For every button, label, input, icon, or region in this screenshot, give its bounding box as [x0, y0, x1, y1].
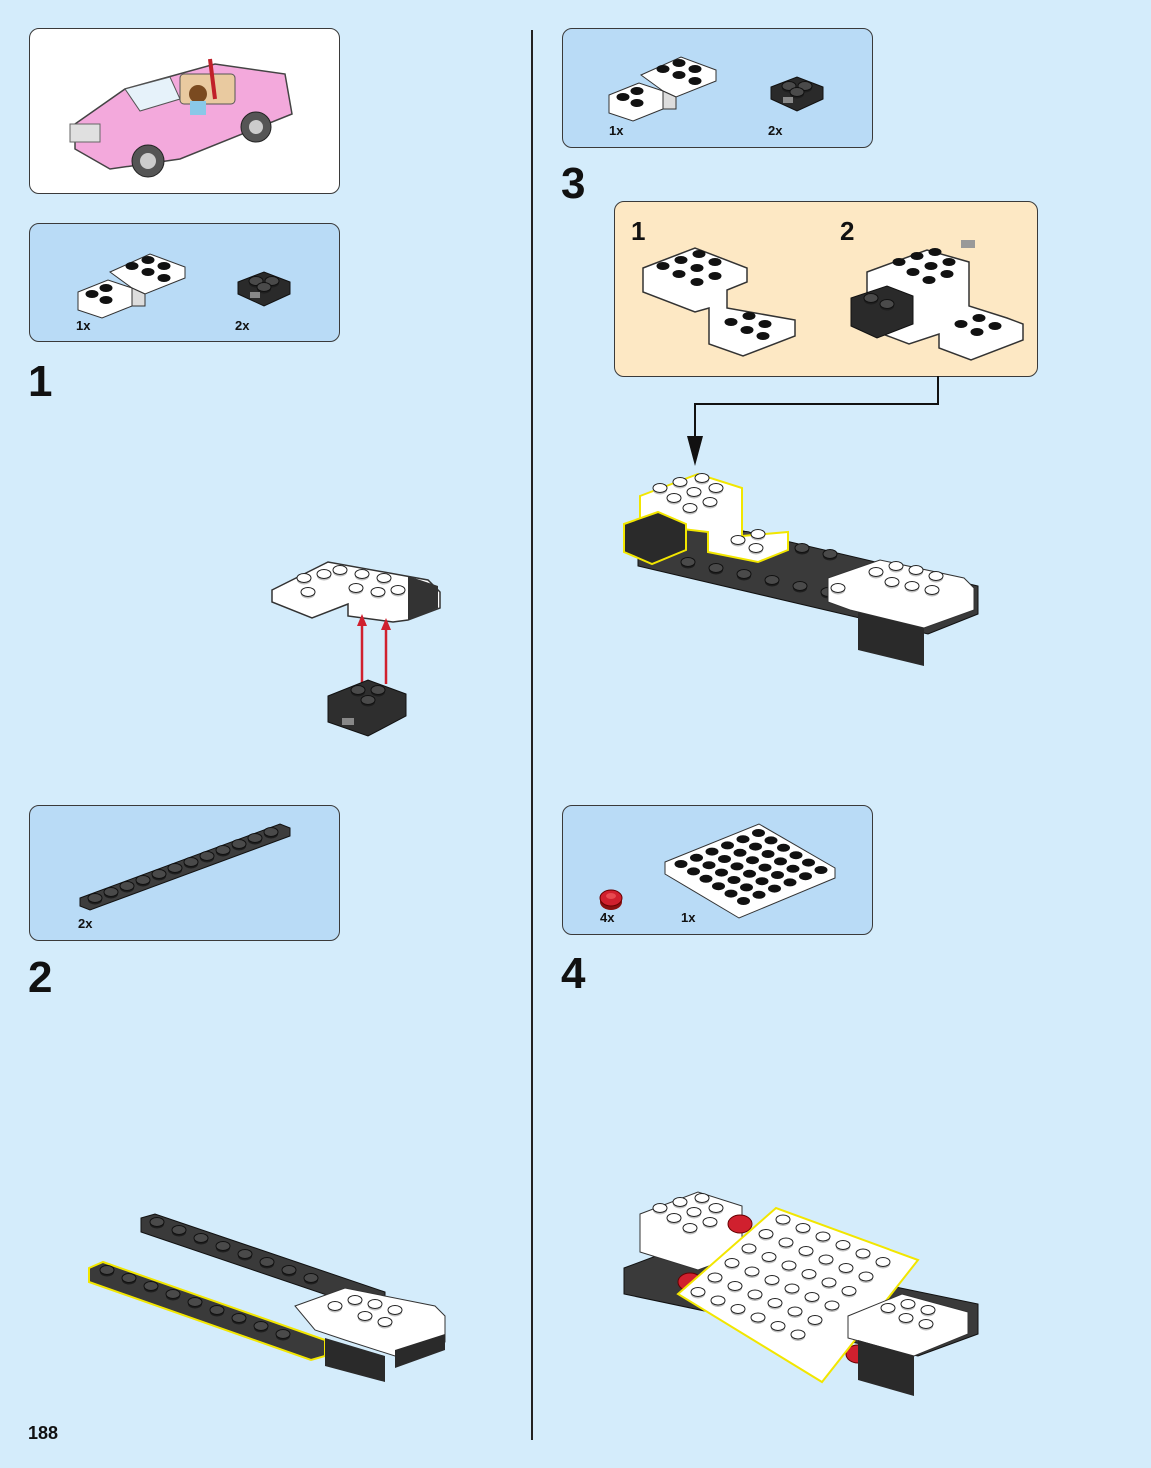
step-4-assembly-illustration [623, 1191, 979, 1396]
red-round-plate-icon [599, 889, 623, 910]
step-3-submodel-box: 1 2 [614, 201, 1038, 377]
black-hinge-plate-icon [237, 271, 291, 307]
step-2-assembly-illustration [88, 1213, 446, 1382]
black-hinge-plate-icon [770, 76, 824, 112]
column-divider [531, 30, 533, 1440]
pink-car-illustration [69, 58, 293, 178]
step-1-assembly-illustration [271, 561, 441, 737]
submodel-step-2-number: 2 [840, 216, 855, 246]
white-bracket-brick-icon [77, 253, 186, 319]
dark-gray-plate-1x12-icon [79, 823, 291, 911]
white-plate-6x6-icon [664, 823, 836, 919]
submodel-step-1-number: 1 [631, 216, 646, 246]
step-2-number: 2 [28, 953, 53, 1002]
submodel-step-2-illustration [850, 240, 1024, 361]
white-bracket-brick-icon [608, 56, 717, 122]
step-2-parts-list: 2x [29, 805, 340, 941]
finished-model-preview [29, 28, 340, 194]
step-4-part-2-qty: 1x [681, 910, 696, 925]
step-1-part-2-qty: 2x [235, 318, 250, 333]
step-1-part-1-qty: 1x [76, 318, 91, 333]
step-4-parts-list: 4x 1x [562, 805, 873, 935]
step-3-parts-list: 1x 2x [562, 28, 873, 148]
step-3-number: 3 [561, 159, 586, 208]
step-1-parts-list: 1x 2x [29, 223, 340, 342]
step-3-part-1-qty: 1x [609, 123, 624, 138]
step-1-number: 1 [28, 357, 53, 406]
step-3-assembly-illustration [623, 472, 979, 666]
step-2-part-1-qty: 2x [78, 916, 93, 931]
submodel-step-1-illustration [642, 247, 796, 357]
step-4-number: 4 [561, 949, 586, 998]
step-4-part-1-qty: 4x [600, 910, 615, 925]
step-3-part-2-qty: 2x [768, 123, 783, 138]
submodel-connector-arrow [687, 376, 939, 466]
page-number: 188 [28, 1423, 59, 1443]
